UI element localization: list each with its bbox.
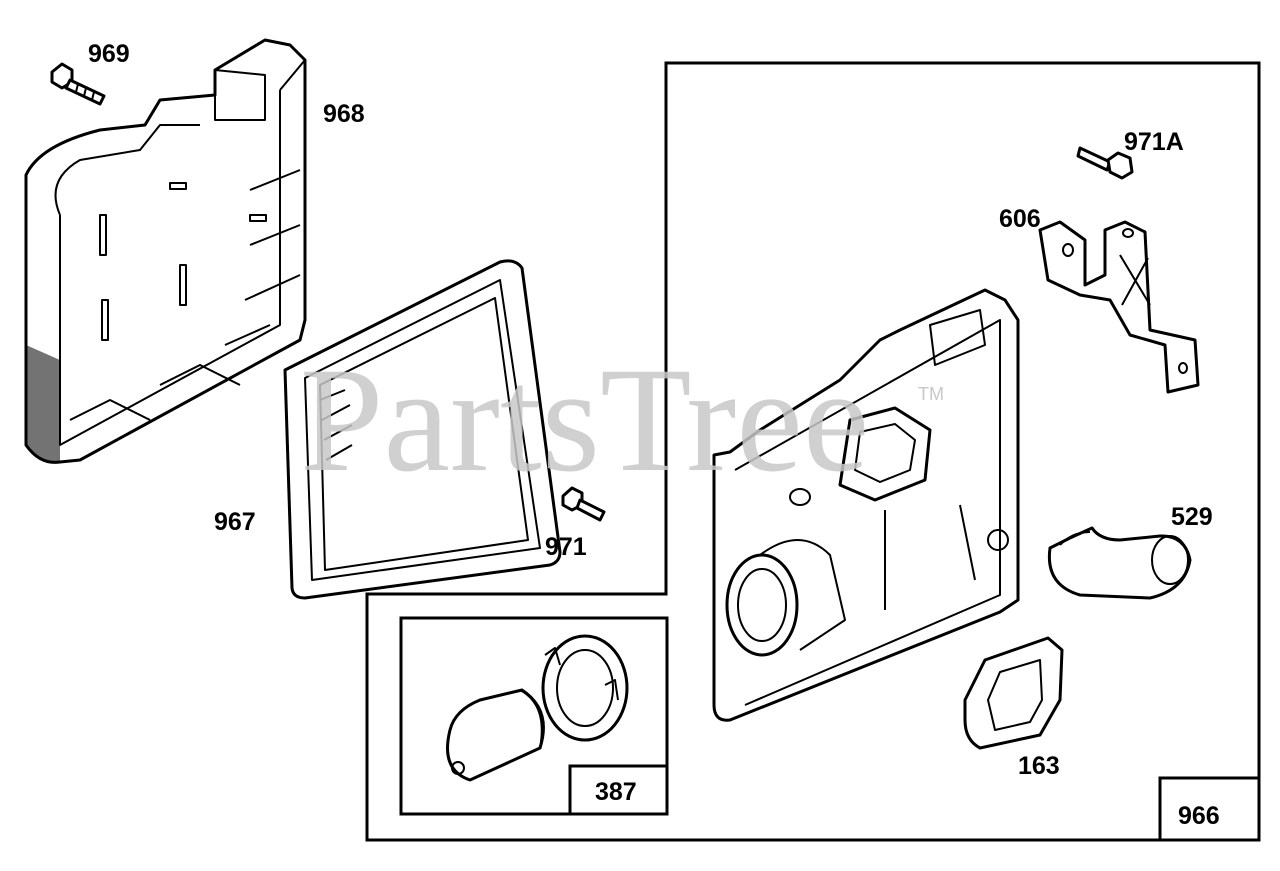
part-966-base[interactable] xyxy=(712,288,1020,722)
label-966: 966 xyxy=(1178,802,1220,830)
filter-pleats xyxy=(319,389,353,461)
part-967-filter[interactable] xyxy=(283,259,562,600)
label-box-966 xyxy=(1158,776,1261,842)
part-968-housing[interactable] xyxy=(24,38,307,464)
part-529-elbow[interactable] xyxy=(1047,526,1192,600)
label-971: 971 xyxy=(545,533,587,561)
part-971a-screw[interactable] xyxy=(1076,146,1134,180)
assembly-frame-966 xyxy=(365,61,1261,842)
label-606: 606 xyxy=(999,205,1041,233)
label-969: 969 xyxy=(88,40,130,68)
watermark-tm: TM xyxy=(918,384,944,404)
part-971-screw[interactable] xyxy=(561,486,606,522)
part-387-retainer[interactable] xyxy=(541,634,629,742)
label-968: 968 xyxy=(323,100,365,128)
watermark: PartsTree xyxy=(300,337,869,503)
kit-box-387 xyxy=(399,616,669,816)
part-606-bracket[interactable] xyxy=(1038,220,1200,394)
label-163: 163 xyxy=(1018,752,1060,780)
label-971a: 971A xyxy=(1124,128,1184,156)
part-163-gasket[interactable] xyxy=(963,636,1064,750)
label-box-387 xyxy=(568,764,669,816)
part-969-screw[interactable] xyxy=(50,62,106,106)
label-967: 967 xyxy=(214,508,256,536)
label-529: 529 xyxy=(1171,503,1213,531)
part-387-primer-bulb[interactable] xyxy=(446,688,545,782)
label-387: 387 xyxy=(595,778,637,806)
